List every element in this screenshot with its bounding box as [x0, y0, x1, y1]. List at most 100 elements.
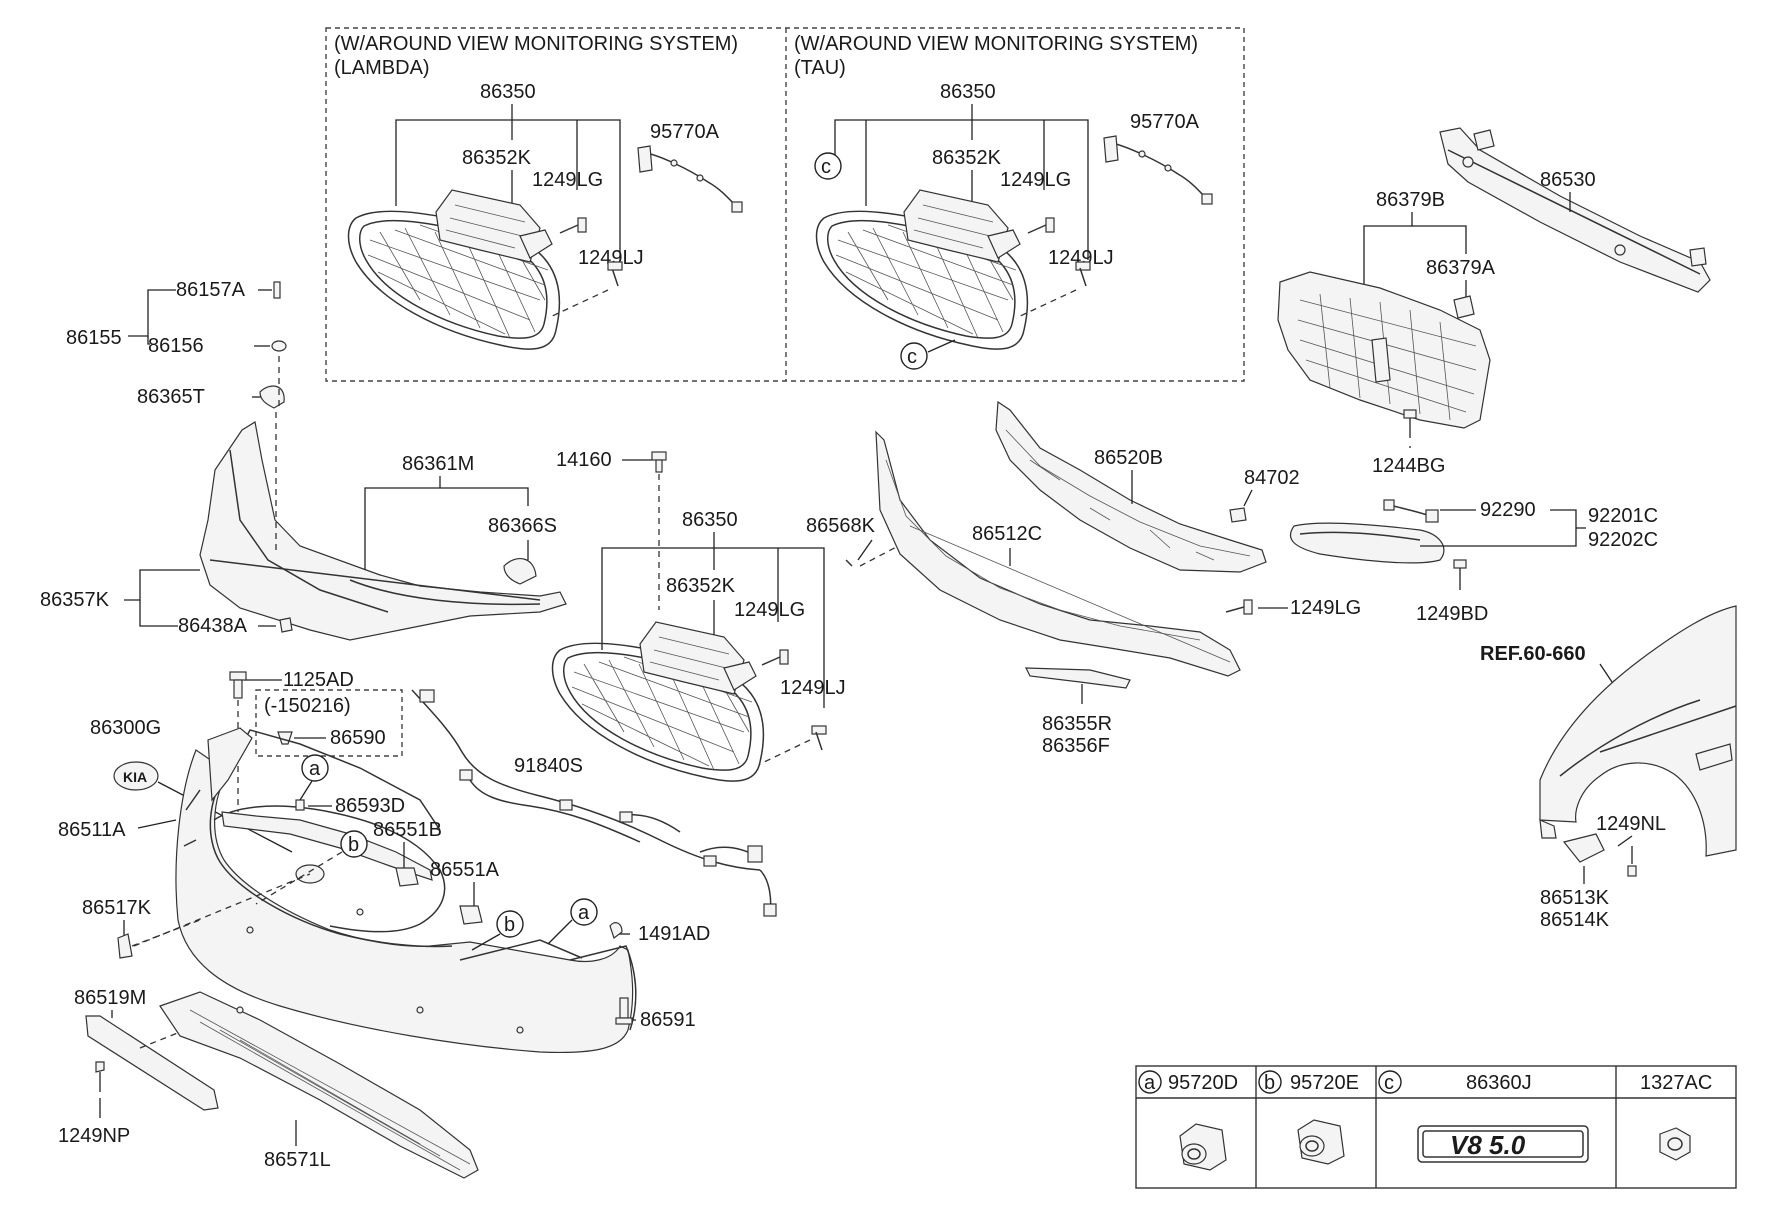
- callout-c-label: c: [821, 156, 831, 178]
- label-150216: (-150216): [264, 695, 351, 717]
- label-86593D: 86593D: [335, 795, 405, 817]
- svg-text:b: b: [1264, 1072, 1275, 1094]
- legend-key-c: [1378, 1070, 1402, 1094]
- label-86513K: 86513K: [1540, 887, 1610, 909]
- label-1244BG: 1244BG: [1372, 455, 1445, 477]
- tau-box-title: (W/AROUND VIEW MONITORING SYSTEM): [794, 33, 1198, 55]
- label-86512C: 86512C: [972, 523, 1042, 545]
- label-86591: 86591: [640, 1009, 696, 1031]
- label-92202C: 92202C: [1588, 529, 1658, 551]
- label-86590: 86590: [330, 727, 386, 749]
- nut-icon: [1659, 1127, 1691, 1161]
- label-86379B: 86379B: [1376, 189, 1445, 211]
- label-86517K: 86517K: [82, 897, 152, 919]
- label-86357K: 86357K: [40, 589, 110, 611]
- callout-a-right: [570, 898, 598, 926]
- label-86356F: 86356F: [1042, 735, 1110, 757]
- legend-part-a: 95720D: [1168, 1072, 1238, 1094]
- ref-label: REF.60-660: [1480, 643, 1586, 665]
- label-86361M: 86361M: [402, 453, 474, 475]
- label-86300G: 86300G: [90, 717, 161, 739]
- label-86438A: 86438A: [178, 615, 248, 637]
- label-1491AD: 1491AD: [638, 923, 710, 945]
- legend-key-a: [1138, 1070, 1162, 1094]
- label-1125AD: 1125AD: [283, 669, 354, 691]
- label-86568K: 86568K: [806, 515, 876, 537]
- upper-cover-group: 86157A 86155 86156 86365T 86361M 86366S …: [40, 279, 567, 641]
- v8-emblem-text: V8 5.0: [1450, 1130, 1526, 1160]
- svg-text:b: b: [504, 914, 515, 936]
- callout-c-tau-top: [814, 152, 842, 180]
- label-95770A-lambda: 95770A: [650, 121, 720, 143]
- label-86352K-tau: 86352K: [932, 147, 1002, 169]
- label-95770A-tau: 95770A: [1130, 111, 1200, 133]
- legend-table: a 95720D b 95720E c 86360J 1327AC V8 5.0: [1135, 1065, 1737, 1189]
- sensor-b-icon: [1297, 1119, 1345, 1165]
- label-91840S: 91840S: [514, 755, 583, 777]
- label-86350-lambda: 86350: [480, 81, 536, 103]
- label-86514K: 86514K: [1540, 909, 1610, 931]
- label-86551A: 86551A: [430, 859, 500, 881]
- label-86520B: 86520B: [1094, 447, 1163, 469]
- label-86155: 86155: [66, 327, 122, 349]
- label-86551B: 86551B: [373, 819, 442, 841]
- label-86352K-center: 86352K: [666, 575, 736, 597]
- svg-text:c: c: [1384, 1072, 1394, 1094]
- label-1249LG-lambda: 1249LG: [532, 169, 603, 191]
- label-86511A: 86511A: [58, 819, 126, 841]
- option-box-lambda-tau: [325, 27, 1245, 382]
- callout-a-bumper: [301, 754, 329, 782]
- kia-badge: [113, 761, 159, 791]
- label-86379A: 86379A: [1426, 257, 1496, 279]
- legend-part-b: 95720E: [1290, 1072, 1359, 1094]
- label-86355R: 86355R: [1042, 713, 1112, 735]
- label-86352K-lambda: 86352K: [462, 147, 532, 169]
- right-group: 86530 86379B 86379A 1244BG 92290 92201C …: [1277, 127, 1737, 931]
- lambda-box-title: (W/AROUND VIEW MONITORING SYSTEM): [334, 33, 738, 55]
- legend-part-1327AC: 1327AC: [1640, 1072, 1712, 1094]
- label-92290: 92290: [1480, 499, 1536, 521]
- label-1249NP: 1249NP: [58, 1125, 130, 1147]
- label-1249LG-tau: 1249LG: [1000, 169, 1071, 191]
- bumper-cover-group: 1125AD (-150216) 86590 86300G KIA 86511A: [58, 669, 710, 1179]
- lambda-box-subtitle: (LAMBDA): [334, 57, 430, 79]
- callout-b-right: [496, 910, 524, 938]
- svg-text:a: a: [578, 902, 590, 924]
- label-86157A: 86157A: [176, 279, 246, 301]
- svg-text:b: b: [348, 834, 359, 856]
- label-86571L: 86571L: [264, 1149, 331, 1171]
- label-86156: 86156: [148, 335, 204, 357]
- v8-emblem-icon: V8 5.0: [1417, 1125, 1589, 1163]
- legend-part-c: 86360J: [1466, 1072, 1532, 1094]
- legend-key-b: [1258, 1070, 1282, 1094]
- label-84702: 84702: [1244, 467, 1300, 489]
- lower-grille-group: 86568K 86512C 1249LG 86355R 86356F 86520…: [806, 400, 1361, 757]
- label-86350-center: 86350: [682, 509, 738, 531]
- label-1249LJ-lambda: 1249LJ: [578, 247, 644, 269]
- label-14160: 14160: [556, 449, 612, 471]
- grille-assembly-tau: 86350 86352K 1249LG 1249LJ c c 95770A: [814, 81, 1213, 370]
- svg-text:a: a: [309, 758, 321, 780]
- label-1249LJ-tau: 1249LJ: [1048, 247, 1114, 269]
- svg-text:c: c: [907, 346, 917, 368]
- grille-assembly-lambda: 86350 86352K 1249LG 1249LJ 95770A: [347, 81, 743, 350]
- svg-text:a: a: [1144, 1072, 1156, 1094]
- label-86366S: 86366S: [488, 515, 557, 537]
- center-group: 14160 86350 86352K 1249LG 1249LJ 91840S: [411, 449, 846, 917]
- sensor-a-icon: [1179, 1123, 1227, 1171]
- callout-b-bumper: [340, 830, 368, 858]
- label-86350-tau: 86350: [940, 81, 996, 103]
- label-1249LG-center: 1249LG: [734, 599, 805, 621]
- tau-box-subtitle: (TAU): [794, 57, 846, 79]
- label-1249LJ-center: 1249LJ: [780, 677, 846, 699]
- label-86530: 86530: [1540, 169, 1596, 191]
- label-1249BD: 1249BD: [1416, 603, 1488, 625]
- label-92201C: 92201C: [1588, 505, 1658, 527]
- label-1249LG-lower: 1249LG: [1290, 597, 1361, 619]
- kia-badge-text: KIA: [123, 769, 147, 785]
- option-box-150216: [255, 689, 403, 757]
- callout-c-tau-bottom: [900, 342, 928, 370]
- label-86365T: 86365T: [137, 386, 205, 408]
- label-86519M: 86519M: [74, 987, 146, 1009]
